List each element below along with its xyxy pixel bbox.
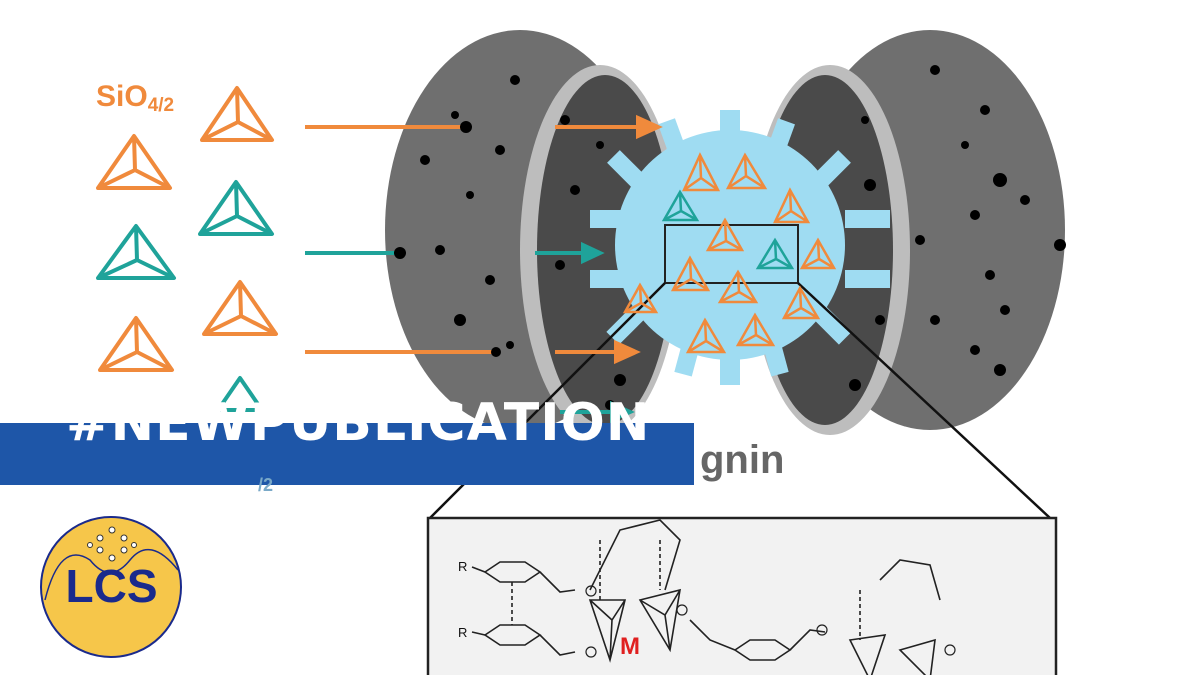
arrow-entry-dots <box>394 121 501 357</box>
structure-inset <box>426 516 1058 675</box>
silicate-tetrahedra <box>96 86 278 412</box>
lcs-logo-badge <box>40 516 182 658</box>
r-group-label-top: R <box>458 559 468 574</box>
sio-label-sub: 4/2 <box>147 95 175 116</box>
sio-label-main: SiO <box>96 80 148 113</box>
logo-text: LCS <box>65 560 158 612</box>
sio-label: SiO4/2 <box>96 80 175 116</box>
lignin-burst <box>590 110 890 385</box>
partial-label: /2 <box>258 475 274 495</box>
metal-label: M <box>620 633 640 660</box>
banner-title: #NEWPUBLICATION <box>66 393 651 453</box>
lignin-label: gnin <box>700 438 785 482</box>
r-group-label-bottom: R <box>458 625 468 640</box>
left-hemisphere <box>385 30 680 435</box>
new-publication-banner <box>0 423 694 485</box>
molecule-icon <box>87 526 137 562</box>
pores <box>420 65 1066 410</box>
arrows <box>305 114 663 424</box>
embedded-tetrahedra <box>622 152 837 354</box>
